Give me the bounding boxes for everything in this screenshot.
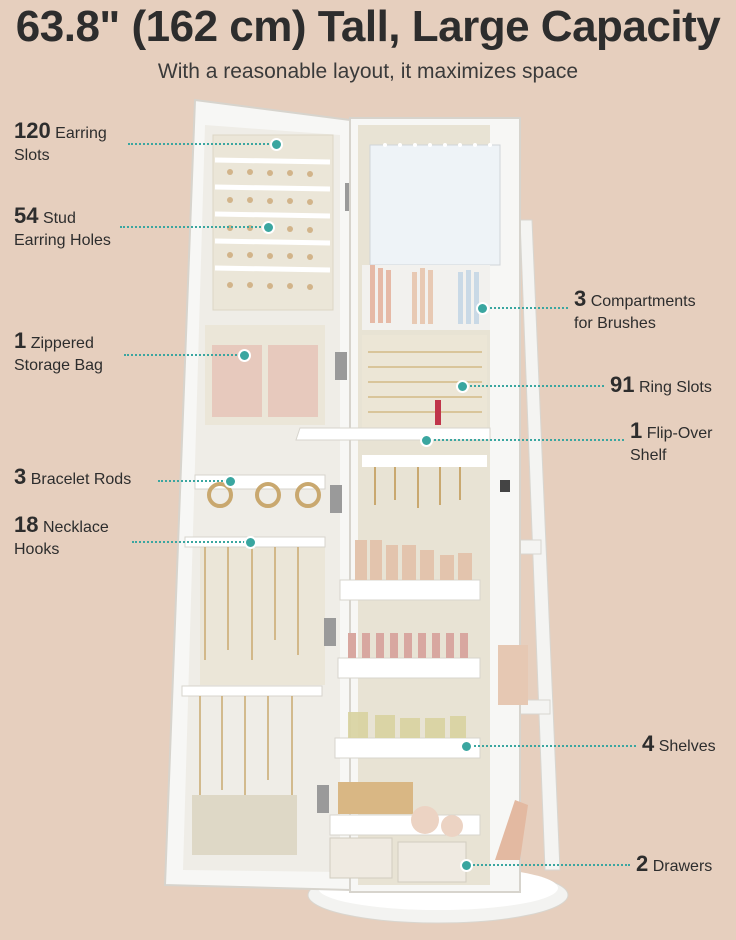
callout-drawers: 2 Drawers	[636, 853, 712, 878]
shelf-2	[337, 657, 481, 679]
page-subtitle: With a reasonable layout, it maximizes s…	[157, 60, 579, 83]
callout-label-line2: Hooks	[14, 541, 60, 558]
page-title: 63.8" (162 cm) Tall, Large Capacity	[15, 2, 721, 51]
callout-label: Earring	[55, 125, 107, 142]
callout-number: 91	[610, 372, 635, 397]
callout-label-line2: Shelf	[630, 447, 667, 464]
callout-bracelet-rods: 3 Bracelet Rods	[14, 466, 131, 491]
callout-number: 3	[574, 286, 587, 311]
callout-label: Flip-Over	[646, 425, 713, 442]
callout-storage-bag: 1 Zippered Storage Bag	[14, 330, 103, 377]
leader-line	[470, 745, 636, 747]
callout-number: 4	[642, 731, 655, 756]
shelf-1	[339, 579, 481, 601]
marker-dot	[270, 138, 283, 151]
leader-line	[158, 480, 226, 482]
callout-label: Bracelet Rods	[30, 471, 132, 488]
callout-label: Ring Slots	[638, 379, 712, 396]
callout-label: Shelves	[658, 738, 716, 755]
leader-line	[120, 226, 265, 228]
shelf-3	[334, 737, 481, 759]
leader-line	[430, 439, 624, 441]
callout-flip-shelf: 1 Flip-Over Shelf	[630, 420, 712, 467]
callout-shelves: 4 Shelves	[642, 733, 716, 758]
callout-label: Necklace	[42, 519, 109, 536]
drawer-right	[397, 841, 467, 883]
marker-dot	[460, 859, 473, 872]
mirror	[369, 144, 501, 266]
callout-number: 120	[14, 118, 51, 143]
callout-label: Compartments	[590, 293, 696, 310]
callout-earring-slots: 120 Earring Slots	[14, 120, 107, 167]
callout-label: Stud	[42, 210, 76, 227]
callout-label-line2: for Brushes	[574, 315, 656, 332]
marker-dot	[476, 302, 489, 315]
callout-number: 54	[14, 203, 39, 228]
callout-label-line2: Storage Bag	[14, 357, 103, 374]
callout-label: Drawers	[652, 858, 713, 875]
callout-ring-slots: 91 Ring Slots	[610, 374, 712, 399]
callout-label-line2: Slots	[14, 147, 50, 164]
callout-number: 2	[636, 851, 649, 876]
callout-number: 18	[14, 512, 39, 537]
leader-line	[466, 385, 604, 387]
callout-necklace-hooks: 18 Necklace Hooks	[14, 514, 109, 561]
callout-number: 1	[630, 418, 643, 443]
leader-line	[132, 541, 245, 543]
drawer-left	[329, 837, 393, 879]
open-door	[163, 98, 357, 892]
callout-label: Zippered	[30, 335, 94, 352]
leader-line	[470, 864, 630, 866]
leader-line	[124, 354, 240, 356]
marker-dot	[224, 475, 237, 488]
marker-dot	[244, 536, 257, 549]
marker-dot	[456, 380, 469, 393]
marker-dot	[238, 349, 251, 362]
callout-brush-compartments: 3 Compartments for Brushes	[574, 288, 696, 335]
callout-number: 3	[14, 464, 27, 489]
marker-dot	[262, 221, 275, 234]
leader-line	[128, 143, 273, 145]
marker-dot	[420, 434, 433, 447]
callout-stud-holes: 54 Stud Earring Holes	[14, 205, 111, 252]
callout-label-line2: Earring Holes	[14, 232, 111, 249]
marker-dot	[460, 740, 473, 753]
leader-line	[486, 307, 568, 309]
callout-number: 1	[14, 328, 27, 353]
